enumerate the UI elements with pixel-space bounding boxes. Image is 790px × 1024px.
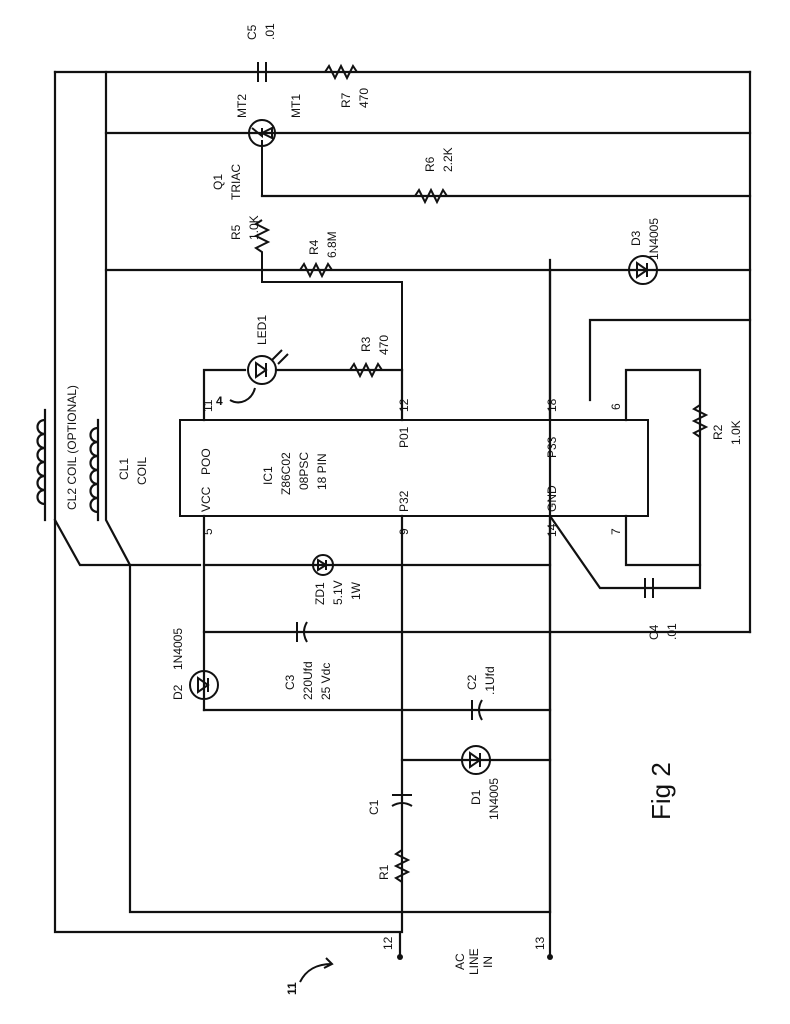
- c3-capacitor: [296, 621, 308, 643]
- q1-mt1: MT1: [289, 94, 303, 118]
- figure-caption: Fig 2: [646, 762, 676, 820]
- r4-ref: R4: [307, 239, 321, 255]
- cl2-coil: [36, 408, 47, 522]
- ic1-p33: P33: [545, 436, 559, 458]
- q1-ref: Q1: [211, 174, 225, 190]
- r6-ref: R6: [423, 156, 437, 172]
- q1-triac: [248, 119, 276, 196]
- r2-ref: R2: [711, 424, 725, 440]
- ac-line-in-1: AC: [453, 953, 467, 970]
- zd1-ref: ZD1: [313, 582, 327, 605]
- led1-pin-marker: 4: [216, 394, 223, 408]
- d1-diode: [461, 745, 491, 775]
- c3-val: 220Ufd: [301, 661, 315, 700]
- c3-ref: C3: [283, 674, 297, 690]
- c3-v: 25 Vdc: [319, 663, 333, 700]
- c2-capacitor: [471, 699, 483, 721]
- d2-diode: [189, 670, 219, 700]
- d1-val: 1N4005: [487, 778, 501, 820]
- pin7: 7: [609, 528, 623, 535]
- r7-resistor: [324, 63, 358, 81]
- led1-marker-arrow: [229, 387, 256, 404]
- r5-resistor: [253, 219, 403, 382]
- pin12: 12: [397, 398, 411, 412]
- led1-diode: [247, 349, 289, 385]
- d2-val: 1N4005: [171, 628, 185, 670]
- c2-val: .1Ufd: [483, 666, 497, 695]
- ic1-p32: P32: [397, 490, 411, 512]
- r2-resistor: [691, 404, 709, 438]
- c1-capacitor: [391, 794, 413, 807]
- cl1-name: COIL: [135, 457, 149, 485]
- led1-ref: LED1: [255, 315, 269, 345]
- r1-ref: R1: [377, 864, 391, 880]
- pin6: 6: [609, 403, 623, 410]
- r6-val: 2.2K: [441, 147, 455, 172]
- pin14: 14: [545, 523, 559, 537]
- d1-ref: D1: [469, 789, 483, 805]
- cl1-coil: [89, 418, 100, 522]
- pin9: 9: [397, 528, 411, 535]
- ic1-ref: IC1: [261, 466, 275, 485]
- r3-ref: R3: [359, 336, 373, 352]
- c2-ref: C2: [465, 674, 479, 690]
- r5-val: 1.0K: [247, 215, 261, 240]
- zd1-v: 5.1V: [331, 580, 345, 605]
- r5-ref: R5: [229, 224, 243, 240]
- r7-ref: R7: [339, 92, 353, 108]
- pin5: 5: [201, 528, 215, 535]
- ic1-pkg: 08PSC: [297, 452, 311, 490]
- ic1-pins: 18 PIN: [315, 453, 329, 490]
- c5-capacitor: [257, 62, 267, 82]
- zd1-zener: [312, 554, 334, 576]
- d2-ref: D2: [171, 684, 185, 700]
- c5-val: .01: [263, 23, 277, 40]
- c4-capacitor: [644, 578, 654, 598]
- node-13: 13: [533, 936, 547, 950]
- r6-resistor: [414, 187, 448, 205]
- r1-resistor: [393, 849, 411, 883]
- figure-ref: 11: [285, 982, 299, 995]
- led1-wire-left: [202, 368, 247, 422]
- r3-val: 470: [377, 335, 391, 355]
- r3-resistor: [349, 361, 383, 379]
- zd1-p: 1W: [349, 581, 363, 600]
- ic1-body: [179, 419, 649, 517]
- q1-mt2: MT2: [235, 94, 249, 118]
- terminal-13: [547, 954, 553, 960]
- c1-ref: C1: [367, 799, 381, 815]
- q1-type: TRIAC: [229, 164, 243, 200]
- cl1-ref: CL1: [117, 458, 131, 480]
- terminal-12: [397, 954, 403, 960]
- figure-ref-arrow: [299, 957, 334, 983]
- ac-line-in-3: IN: [481, 956, 495, 968]
- c5-ref: C5: [245, 24, 259, 40]
- pin18: 18: [545, 398, 559, 412]
- r2-loop-wire: [624, 368, 702, 567]
- ic1-p01: P01: [397, 426, 411, 448]
- r4-val: 6.8M: [325, 231, 339, 258]
- r2-val: 1.0K: [729, 420, 743, 445]
- pin11: 11: [201, 399, 215, 412]
- ic1-gnd: GND: [545, 485, 559, 512]
- ic1-poo: POO: [199, 448, 213, 475]
- d3-ref: D3: [629, 230, 643, 246]
- ac-line-in-2: LINE: [467, 948, 481, 975]
- d3-diode: [628, 255, 658, 285]
- cl2-label: CL2 COIL (OPTIONAL): [65, 385, 79, 510]
- ic1-part: Z86C02: [279, 452, 293, 495]
- d3-val: 1N4005: [647, 218, 661, 260]
- r7-val: 470: [357, 88, 371, 108]
- c4-wire: [548, 514, 702, 590]
- node-12: 12: [381, 936, 395, 950]
- r4-resistor: [299, 261, 333, 279]
- p33-return-wire: [588, 318, 752, 402]
- ic1-vcc: VCC: [199, 486, 213, 512]
